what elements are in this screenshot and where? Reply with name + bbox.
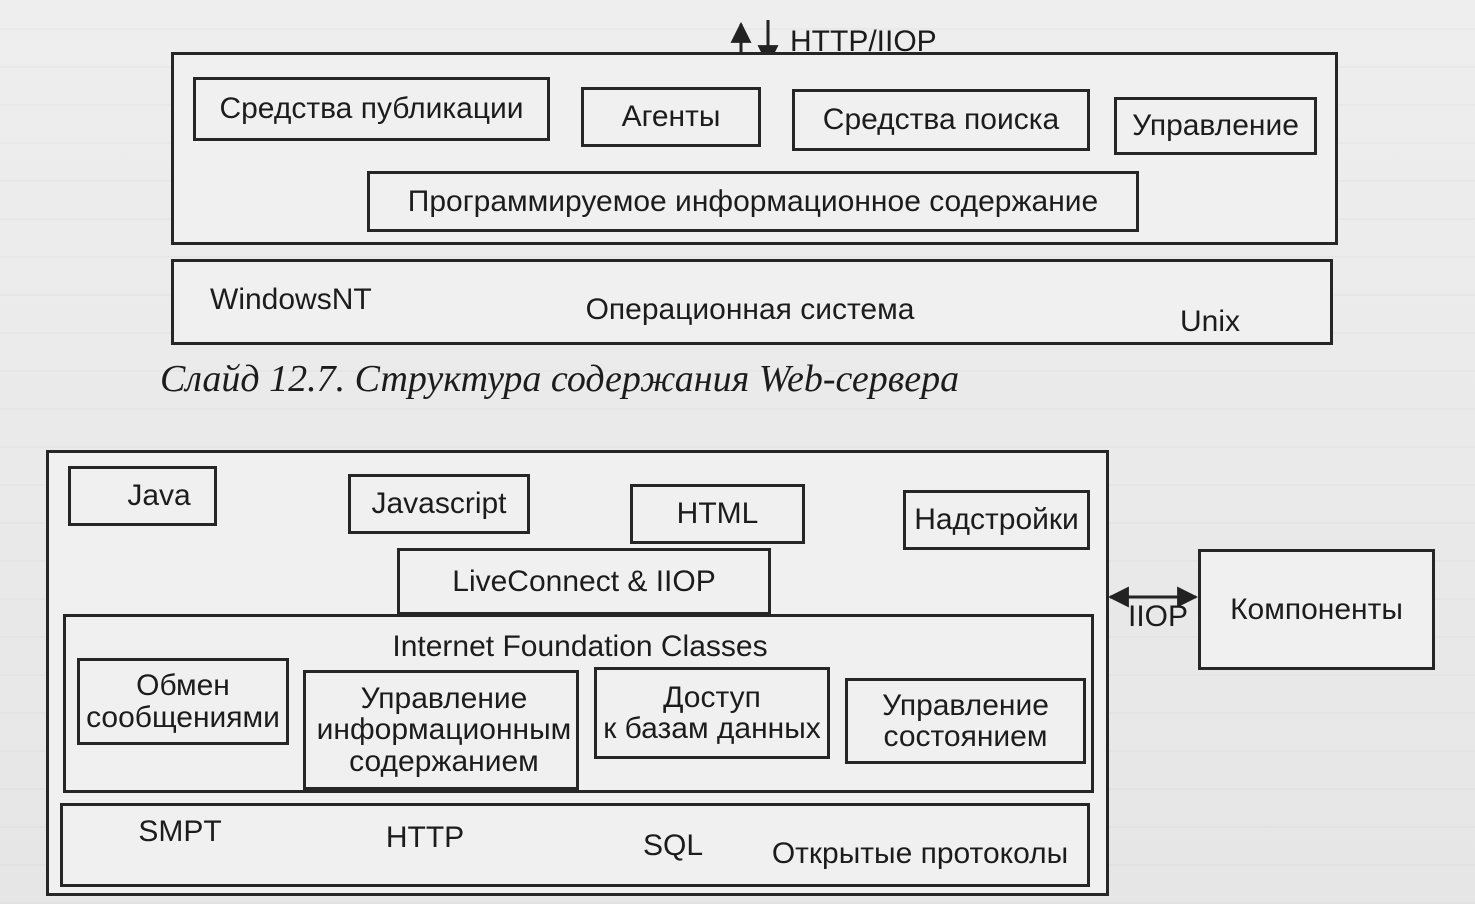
programmable-content-label: Программируемое информационное содержани… — [407, 184, 1099, 218]
agents-box — [581, 87, 761, 147]
publishing-tools-label: Средства публикации — [219, 92, 524, 126]
management-box — [1114, 97, 1317, 155]
javascript-label: Javascript — [371, 487, 507, 521]
addons-label: Надстройки — [914, 503, 1079, 537]
html-box — [630, 484, 805, 544]
search-tools-box — [792, 89, 1090, 151]
liveconnect-box — [397, 548, 771, 615]
slide-caption: Слайд 12.7. Структура содержания Web-сер… — [160, 358, 960, 400]
sql-label: SQL — [642, 829, 704, 863]
html-label: HTML — [676, 497, 759, 531]
programmable-content-box — [367, 171, 1139, 232]
management-label: Управление — [1132, 109, 1299, 143]
agents-label: Агенты — [621, 100, 721, 134]
state-management-label: Управление состоянием — [882, 688, 1049, 753]
content-management-box — [303, 670, 579, 790]
search-tools-label: Средства поиска — [822, 103, 1060, 137]
messaging-label: Обмен сообщениями — [86, 669, 280, 734]
addons-box — [903, 490, 1090, 550]
windowsnt-label: WindowsNT — [210, 283, 372, 317]
operating-system-box — [171, 259, 1333, 345]
operating-system-label: Операционная система — [585, 293, 915, 327]
state-management-box — [845, 678, 1086, 764]
content-management-label: Управление информационным содержанием — [316, 681, 572, 778]
http-label: HTTP — [385, 821, 465, 855]
iiop-label: IIOP — [1127, 600, 1188, 634]
messaging-box — [77, 658, 289, 745]
publishing-tools-box — [193, 77, 550, 141]
components-label: Компоненты — [1230, 592, 1403, 626]
smpt-label: SMPT — [138, 815, 222, 849]
open-protocols-label: Открытые протоколы — [771, 837, 1069, 871]
liveconnect-label: LiveConnect & IIOP — [452, 564, 716, 598]
javascript-box — [348, 474, 530, 534]
java-box — [68, 466, 217, 526]
components-box — [1198, 549, 1435, 670]
java-label: Java — [127, 479, 191, 513]
db-access-box — [594, 667, 830, 759]
ifc-title: Internet Foundation Classes — [392, 630, 768, 664]
db-access-label: Доступ к базам данных — [603, 680, 821, 745]
protocols-box — [60, 803, 1090, 887]
unix-label: Unix — [1179, 305, 1240, 339]
